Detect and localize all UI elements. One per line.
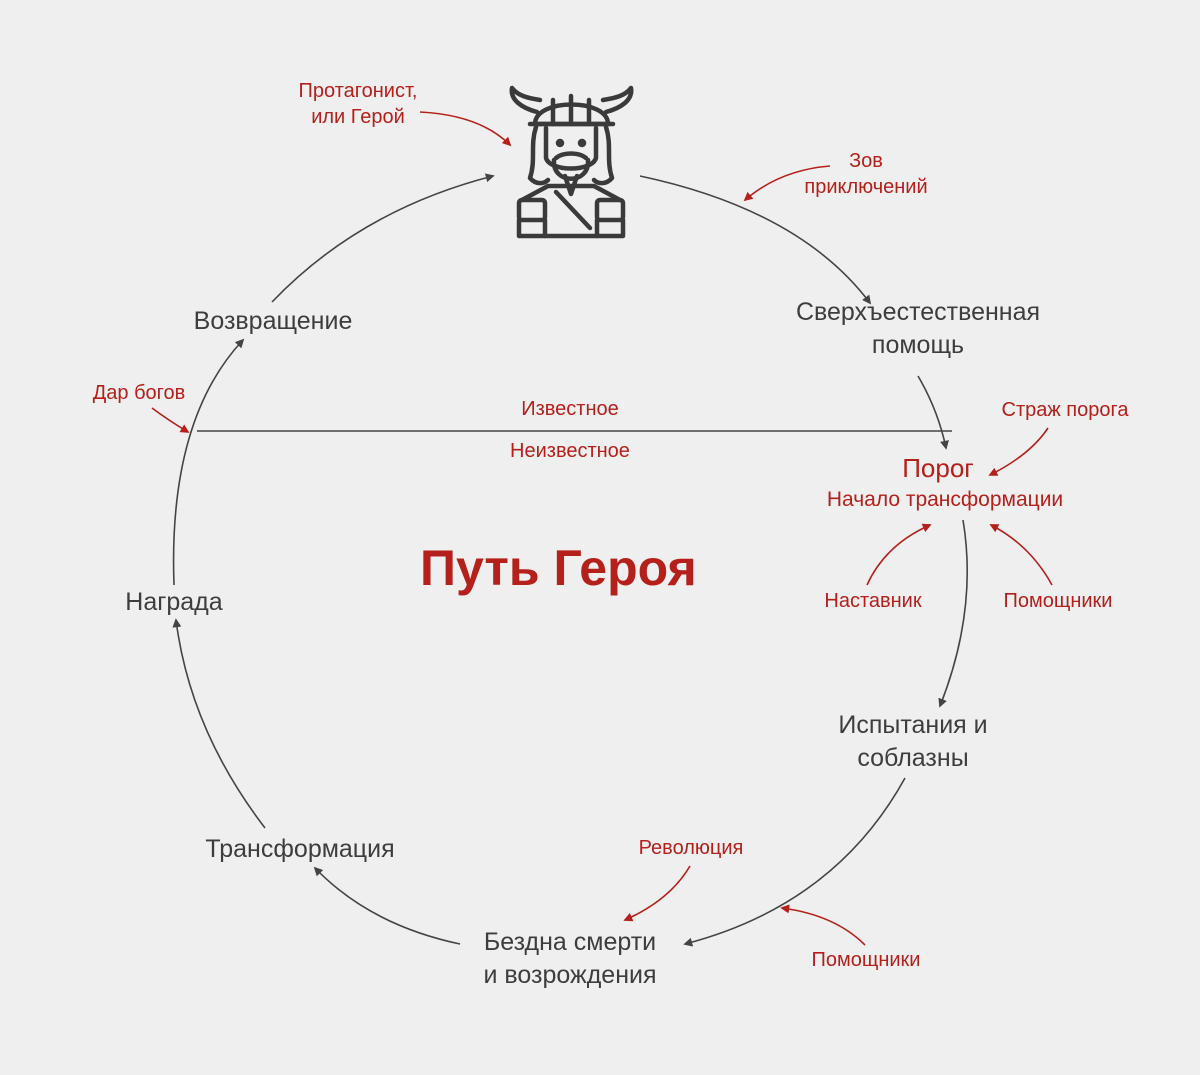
stage-reward: Награда xyxy=(125,588,223,616)
stage-trials-line2: соблазны xyxy=(857,743,969,772)
arrow-transformation-to-reward xyxy=(172,618,266,829)
stage-abyss-line1: Бездна смерти xyxy=(483,928,657,956)
arrow-threshold-to-trials xyxy=(938,519,969,708)
annotation-helpers-1: Помощники xyxy=(1003,590,1113,612)
stage-abyss: Бездна смерти и возрождения xyxy=(445,926,695,991)
arrow-revolution xyxy=(623,865,691,922)
annotation-protagonist: Протагонист, или Герой xyxy=(278,78,438,130)
arrow-gift xyxy=(151,407,190,433)
arrow-hero-to-supernatural xyxy=(639,175,872,305)
arrow-protagonist xyxy=(419,111,512,147)
annotation-call-line1: Зов xyxy=(849,150,883,172)
stage-threshold-subtitle: Начало трансформации xyxy=(826,488,1064,511)
annotation-gift: Дар богов xyxy=(92,382,186,404)
label-known: Известное xyxy=(521,398,619,420)
arrow-reward-to-return xyxy=(172,338,245,586)
stage-abyss-line2: и возрождения xyxy=(483,960,657,989)
arrow-guardian xyxy=(988,427,1049,476)
stage-trials: Испытания и соблазны xyxy=(788,709,1038,774)
arrow-trials-to-abyss xyxy=(683,777,906,947)
arrow-abyss-to-transformation xyxy=(313,866,461,945)
annotation-protagonist-line2: или Герой xyxy=(311,106,405,128)
stage-supernatural-aid: Сверхъестественная помощь xyxy=(768,296,1068,361)
stage-return: Возвращение xyxy=(193,307,353,335)
viking-hero-icon xyxy=(509,85,634,239)
annotation-guardian: Страж порога xyxy=(1001,399,1129,421)
arrow-helpers-1 xyxy=(989,524,1053,586)
arrow-supernatural-to-threshold xyxy=(917,375,949,450)
arrow-return-to-hero xyxy=(271,173,495,303)
stage-trials-line1: Испытания и xyxy=(838,711,988,739)
annotation-protagonist-line1: Протагонист, xyxy=(298,80,418,102)
annotation-revolution: Революция xyxy=(638,837,744,859)
label-unknown: Неизвестное xyxy=(510,440,630,462)
annotation-call: Зов приключений xyxy=(786,148,946,200)
stage-supernatural-line1: Сверхъестественная xyxy=(795,298,1041,326)
diagram-title: Путь Героя xyxy=(420,540,697,596)
annotation-call-line2: приключений xyxy=(804,176,928,198)
stage-transformation: Трансформация xyxy=(205,835,395,863)
arrow-call xyxy=(743,165,831,202)
annotation-mentor: Наставник xyxy=(824,590,922,612)
annotation-helpers-2: Помощники xyxy=(811,949,921,971)
arrow-helpers-2 xyxy=(780,904,866,946)
stage-supernatural-line2: помощь xyxy=(871,330,965,359)
stage-threshold: Порог xyxy=(902,453,974,483)
arrow-mentor xyxy=(866,523,932,586)
